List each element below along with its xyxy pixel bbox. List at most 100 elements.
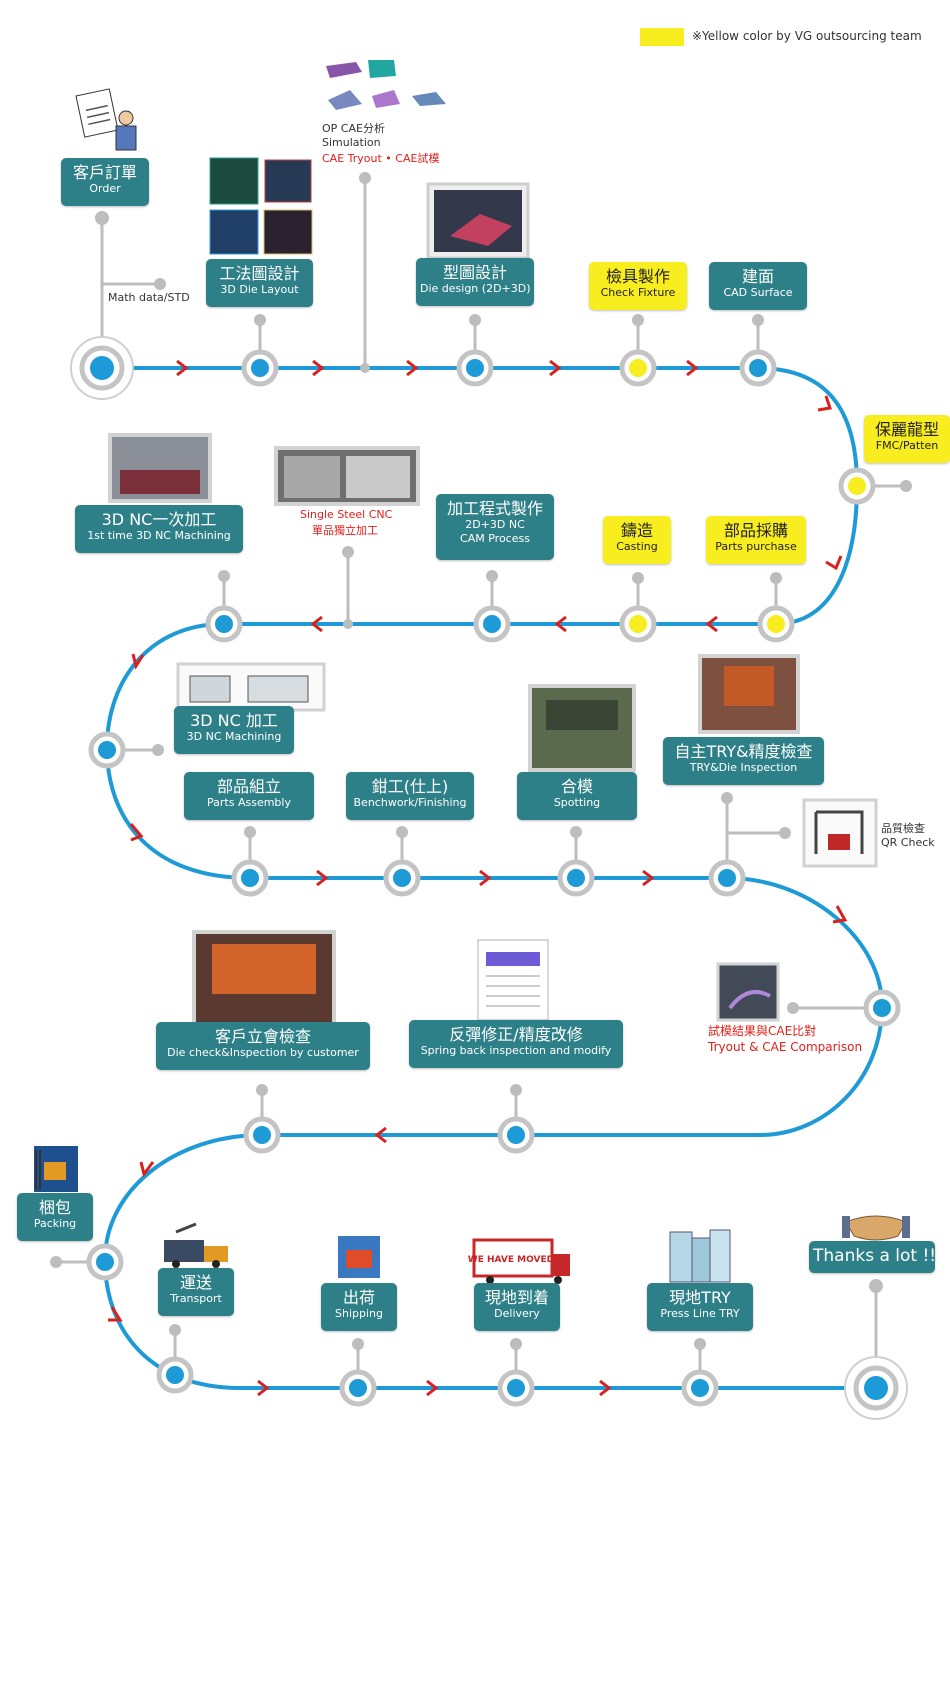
tryout-cae-note-2: Tryout & CAE Comparison xyxy=(708,1040,863,1054)
single-cnc-note-2: 單品獨立加工 xyxy=(312,524,378,537)
cae-note-1: OP CAE分析 xyxy=(322,122,385,135)
node-fmc xyxy=(838,467,876,505)
node-press-try xyxy=(681,1369,719,1407)
step-nc-first: 3D NC一次加工 1st time 3D NC Machining xyxy=(75,505,243,553)
step-die-layout-en: 3D Die Layout xyxy=(220,283,299,296)
node-benchwork xyxy=(383,859,421,897)
step-nc-first-zh: 3D NC一次加工 xyxy=(101,510,217,529)
step-die-design-zh: 型圖設計 xyxy=(442,263,507,282)
step-delivery-zh: 現地到着 xyxy=(484,1288,549,1307)
step-nc-machining-zh: 3D NC 加工 xyxy=(190,711,278,730)
step-benchwork: 鉗工(仕上) Benchwork/Finishing xyxy=(346,772,474,820)
step-press-try-en: Press Line TRY xyxy=(660,1307,740,1320)
step-spring-back-zh: 反彈修正/精度改修 xyxy=(449,1025,583,1044)
step-parts-purchase-en: Parts purchase xyxy=(715,540,797,553)
step-packing: 梱包 Packing xyxy=(17,1193,93,1241)
step-customer-check-en: Die check&Inspection by customer xyxy=(167,1046,359,1059)
qr-check-image xyxy=(802,798,878,868)
step-order: 客戶訂單 Order xyxy=(61,158,149,206)
nc-machine-photo xyxy=(108,433,212,503)
step-parts-assembly: 部品組立 Parts Assembly xyxy=(184,772,314,820)
legend-text: ※Yellow color by VG outsourcing team xyxy=(692,29,922,43)
step-spotting-zh: 合模 xyxy=(560,777,593,796)
step-check-fixture: 檢具製作 Check Fixture xyxy=(589,262,687,310)
step-cad-surface-en: CAD Surface xyxy=(723,286,793,299)
tryout-cae-photo xyxy=(716,962,780,1022)
step-die-design: 型圖設計 Die design (2D+3D) xyxy=(416,258,534,306)
node-parts-purchase xyxy=(757,605,795,643)
tryout-cae-note-1: 試模結果與CAE比對 xyxy=(708,1024,817,1038)
start-node xyxy=(70,336,134,400)
step-order-en: Order xyxy=(89,182,121,195)
step-parts-purchase-zh: 部品採購 xyxy=(723,521,788,540)
step-transport-en: Transport xyxy=(170,1292,222,1305)
step-spring-back: 反彈修正/精度改修 Spring back inspection and mod… xyxy=(409,1020,623,1068)
building-icon xyxy=(669,1229,731,1283)
node-nc-first xyxy=(205,605,243,643)
step-shipping-en: Shipping xyxy=(335,1307,383,1320)
step-benchwork-en: Benchwork/Finishing xyxy=(353,796,467,809)
spotting-press-photo xyxy=(528,684,636,772)
connector-dots xyxy=(50,172,912,1350)
node-cad-surface xyxy=(739,349,777,387)
step-order-zh: 客戶訂單 xyxy=(72,163,137,182)
step-cam: 加工程式製作 2D+3D NC CAM Process xyxy=(436,494,554,560)
step-parts-assembly-en: Parts Assembly xyxy=(207,796,291,809)
step-benchwork-zh: 鉗工(仕上) xyxy=(371,777,449,796)
step-fmc-en: FMC/Patten xyxy=(875,439,939,452)
step-spotting-en: Spotting xyxy=(553,796,601,809)
single-cnc-note-1: Single Steel CNC xyxy=(300,508,393,521)
node-cam xyxy=(473,605,511,643)
step-die-layout: 工法圖設計 3D Die Layout xyxy=(206,259,313,307)
die-design-image xyxy=(426,182,530,260)
step-cad-surface-zh: 建面 xyxy=(741,267,774,286)
step-transport: 運送 Transport xyxy=(158,1268,234,1316)
step-fmc-zh: 保麗龍型 xyxy=(874,420,939,439)
cae-simulation-images xyxy=(326,60,446,110)
spring-back-report xyxy=(477,939,549,1021)
step-thanks: Thanks a lot !! xyxy=(809,1241,937,1273)
step-cam-en2: CAM Process xyxy=(460,532,530,545)
step-cam-zh: 加工程式製作 xyxy=(446,499,543,518)
step-nc-first-en: 1st time 3D NC Machining xyxy=(87,529,231,542)
cae-note-2: Simulation xyxy=(322,136,381,149)
node-delivery xyxy=(497,1369,535,1407)
handshake-icon xyxy=(842,1215,910,1241)
step-parts-purchase: 部品採購 Parts purchase xyxy=(706,516,806,564)
node-try-inspection xyxy=(708,859,746,897)
step-fmc: 保麗龍型 FMC/Patten xyxy=(864,415,950,463)
node-spring-back xyxy=(497,1116,535,1154)
step-casting: 鑄造 Casting xyxy=(603,516,671,564)
node-casting xyxy=(619,605,657,643)
node-transport xyxy=(156,1356,194,1394)
die-layout-images xyxy=(209,157,313,255)
cae-note-3: CAE Tryout • CAE試模 xyxy=(322,152,440,165)
step-spotting: 合模 Spotting xyxy=(517,772,637,820)
step-check-fixture-zh: 檢具製作 xyxy=(605,267,670,286)
order-document-icon xyxy=(75,88,137,151)
node-customer-check xyxy=(243,1116,281,1154)
process-nodes xyxy=(70,336,908,1420)
step-casting-en: Casting xyxy=(616,540,658,553)
step-spring-back-en: Spring back inspection and modify xyxy=(420,1044,612,1057)
step-shipping: 出荷 Shipping xyxy=(321,1283,397,1331)
3d-nc-machine-image xyxy=(176,662,326,712)
single-cnc-photo xyxy=(274,446,420,506)
step-parts-assembly-zh: 部品組立 xyxy=(216,777,281,796)
step-cam-en: 2D+3D NC xyxy=(465,518,525,531)
node-spotting xyxy=(557,859,595,897)
node-packing xyxy=(86,1243,124,1281)
step-customer-check: 客戶立會檢查 Die check&Inspection by customer xyxy=(156,1022,370,1070)
step-die-design-en: Die design (2D+3D) xyxy=(420,282,531,295)
truck-crane-icon xyxy=(164,1222,228,1268)
step-press-try-zh: 現地TRY xyxy=(669,1288,731,1307)
end-node xyxy=(844,1356,908,1420)
step-nc-machining-en: 3D NC Machining xyxy=(186,730,282,743)
legend-swatch xyxy=(640,28,684,46)
node-shipping xyxy=(339,1369,377,1407)
step-shipping-zh: 出荷 xyxy=(342,1288,375,1307)
node-die-layout xyxy=(241,349,279,387)
node-check-fixture xyxy=(619,349,657,387)
step-thanks-text: Thanks a lot !! xyxy=(813,1246,937,1266)
